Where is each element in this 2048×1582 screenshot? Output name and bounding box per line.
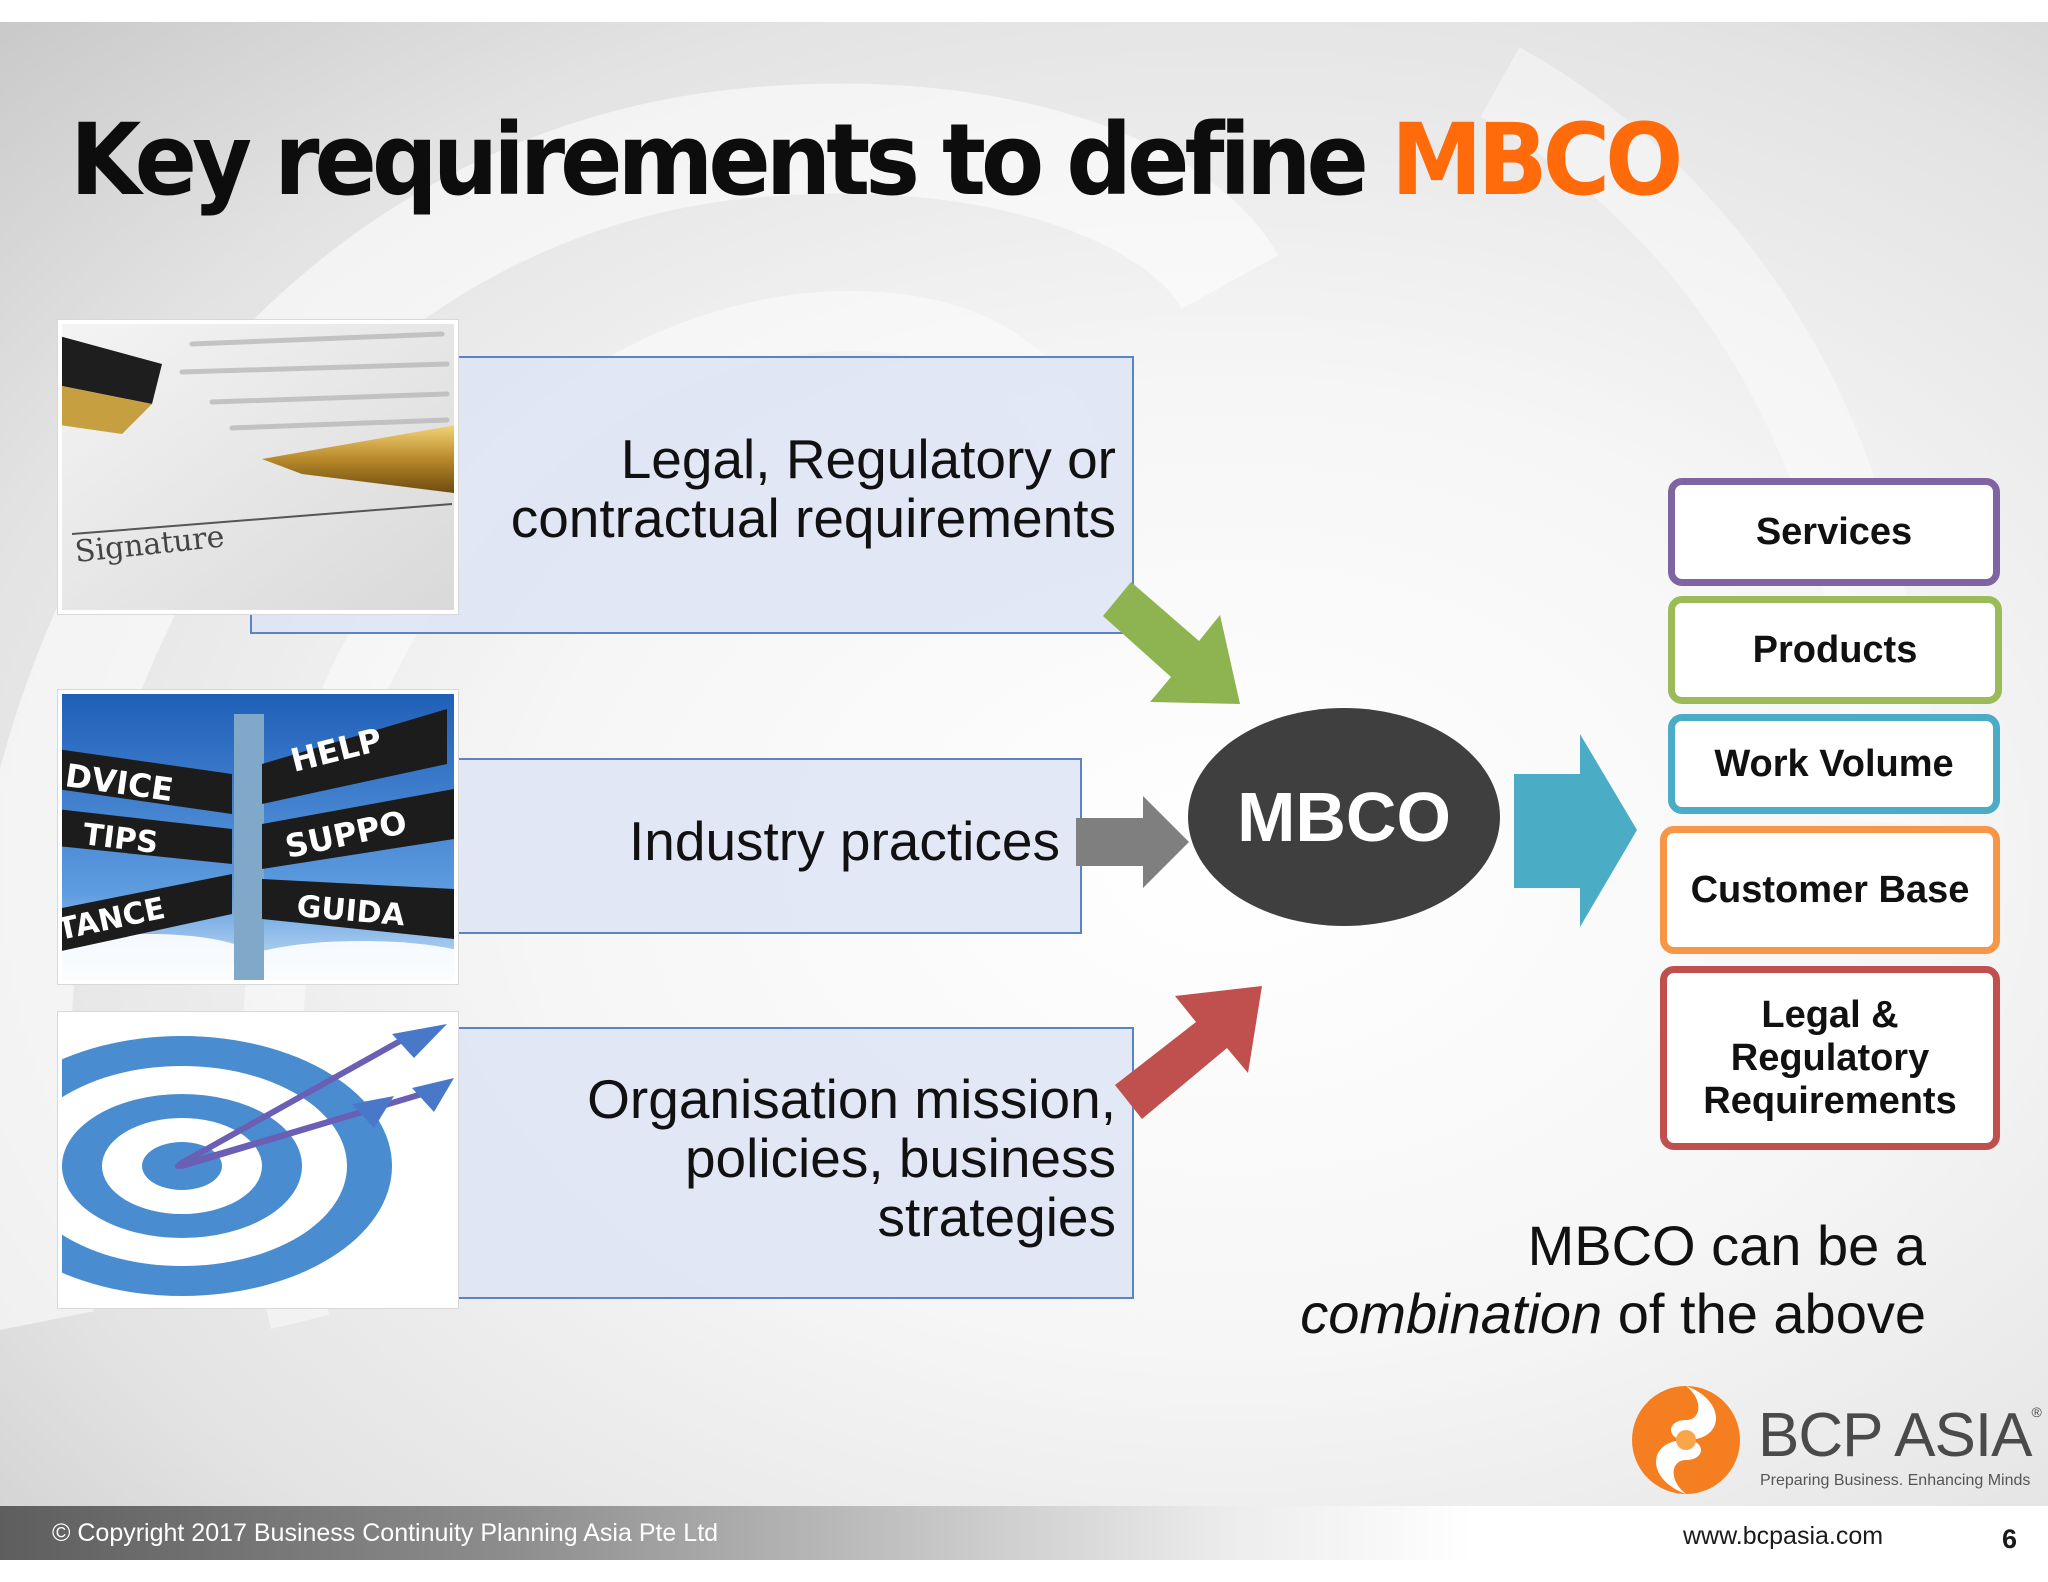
slide-title: Key requirements to define MBCO — [70, 102, 1683, 218]
signature-pen-icon: Signature — [62, 324, 454, 610]
combination-note-line1: MBCO can be a — [1527, 1214, 1926, 1277]
registered-mark: ® — [2031, 1404, 2041, 1420]
arrow-industry-to-mbco — [1076, 796, 1189, 888]
combination-note: MBCO can be a combination of the above — [1300, 1212, 1926, 1348]
input-arrows — [1076, 582, 1637, 1119]
combination-rest: of the above — [1602, 1282, 1926, 1345]
target-arrows-icon — [62, 1016, 454, 1304]
logo-name: BCP ASIA® — [1758, 1401, 2042, 1470]
objective-work-volume: Work Volume — [1668, 714, 2000, 814]
mbco-center-node: MBCO — [1188, 708, 1500, 926]
footer-copyright: © Copyright 2017 Business Continuity Pla… — [52, 1519, 719, 1547]
title-main: Key requirements to define — [70, 102, 1369, 218]
objective-services: Services — [1668, 478, 2000, 586]
footer-bar — [0, 1506, 2048, 1560]
objective-products: Products — [1668, 596, 2002, 704]
input-label-industry: Industry practices — [628, 810, 1060, 872]
signpost-photo: HELP DVICE SUPPO TIPS GUIDA TANCE — [58, 690, 458, 984]
arrow-mbco-to-objectives — [1514, 734, 1637, 927]
arrow-organisation-to-mbco — [1115, 986, 1262, 1119]
input-label-organisation: Organisation mission, policies, business… — [587, 1068, 1116, 1248]
slide: Key requirements to define MBCO Legal, R… — [0, 22, 2048, 1560]
arrow-legal-to-mbco — [1103, 582, 1240, 704]
objective-customer-base: Customer Base — [1660, 826, 2000, 954]
input-label-legal: Legal, Regulatory or contractual require… — [510, 428, 1116, 549]
signature-pen-photo: Signature — [58, 320, 458, 614]
bcp-asia-swirl-logo-icon — [1632, 1386, 1740, 1494]
mbco-label: MBCO — [1237, 778, 1451, 856]
title-accent: MBCO — [1390, 102, 1683, 218]
footer-url[interactable]: www.bcpasia.com — [1683, 1522, 1884, 1550]
combination-note-line2: combination of the above — [1300, 1280, 1926, 1348]
signpost-icon: HELP DVICE SUPPO TIPS GUIDA TANCE — [62, 694, 454, 980]
target-arrows-photo — [58, 1012, 458, 1308]
logo-tagline: Preparing Business. Enhancing Minds — [1760, 1472, 2031, 1489]
page-number: 6 — [2002, 1524, 2018, 1554]
bcp-asia-logo: BCP ASIA® Preparing Business. Enhancing … — [1626, 1380, 2042, 1500]
combination-word: combination — [1300, 1282, 1603, 1345]
objective-legal-regulatory: Legal & Regulatory Requirements — [1660, 966, 2000, 1150]
